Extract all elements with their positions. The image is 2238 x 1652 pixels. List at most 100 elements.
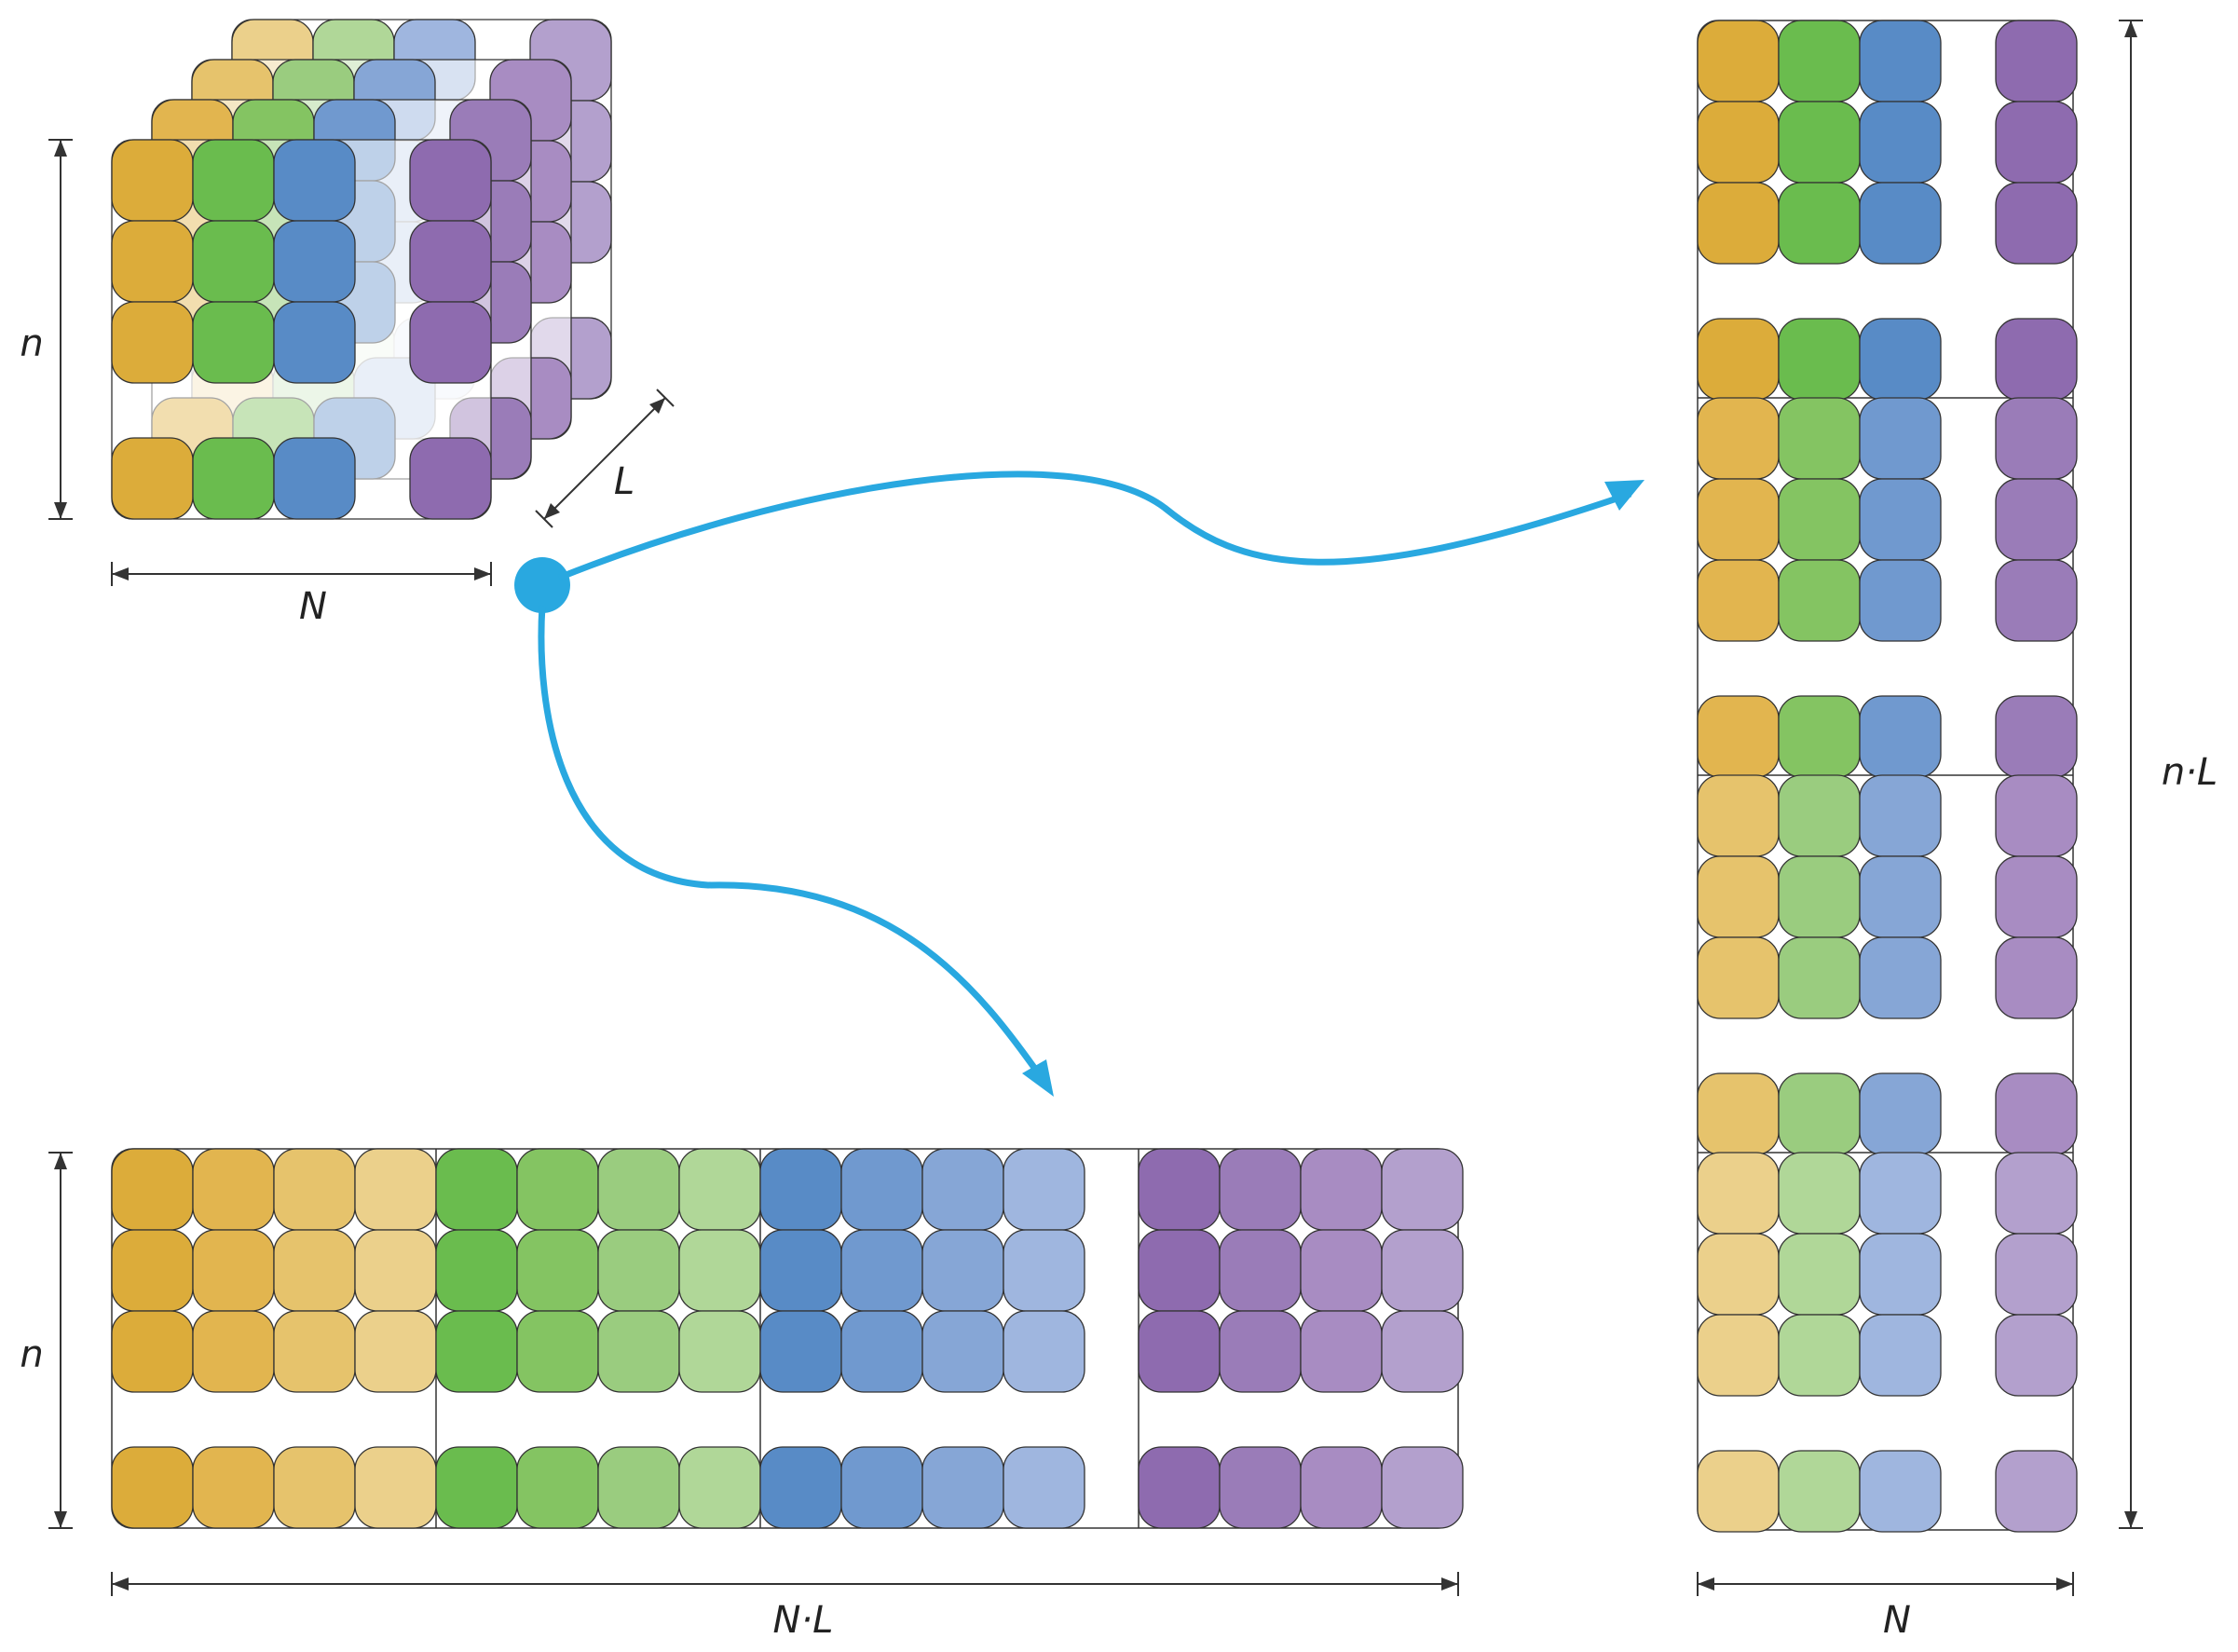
matrix-cell bbox=[1778, 1072, 1861, 1155]
matrix-cell bbox=[1859, 20, 1942, 102]
matrix-cell bbox=[1778, 695, 1861, 778]
matrix-cell bbox=[1995, 695, 2078, 778]
matrix-cell bbox=[1219, 1310, 1302, 1393]
matrix-cell bbox=[1778, 774, 1861, 857]
matrix-cell bbox=[1859, 855, 1942, 938]
matrix-cell bbox=[1859, 774, 1942, 857]
matrix-cell bbox=[516, 1446, 599, 1529]
matrix-cell bbox=[1859, 1072, 1942, 1155]
matrix-cell bbox=[435, 1446, 518, 1529]
tensor-cell bbox=[409, 437, 492, 520]
unfolding-arrows bbox=[514, 471, 1644, 1097]
tensor-cell bbox=[192, 437, 275, 520]
matrix-cell bbox=[1859, 936, 1942, 1019]
matrix-cell bbox=[1859, 1233, 1942, 1316]
matrix-cell bbox=[1859, 559, 1942, 642]
matrix-cell bbox=[840, 1229, 923, 1312]
matrix-cell bbox=[1859, 1152, 1942, 1235]
matrix-cell bbox=[1859, 695, 1942, 778]
matrix-cell bbox=[597, 1310, 680, 1393]
matrix-cell bbox=[1995, 936, 2078, 1019]
matrix-cell bbox=[759, 1229, 842, 1312]
arrow-to-vertical bbox=[557, 471, 1632, 581]
vertical-unfolding-matrix bbox=[1697, 20, 2078, 1533]
tensor-cell bbox=[192, 139, 275, 222]
matrix-cell bbox=[1995, 1450, 2078, 1533]
cube-depth-label: L bbox=[614, 460, 635, 503]
matrix-cell bbox=[678, 1310, 761, 1393]
matrix-cell bbox=[1859, 397, 1942, 480]
matrix-cell bbox=[1778, 478, 1861, 561]
matrix-cell bbox=[921, 1148, 1004, 1231]
matrix-cell bbox=[1859, 1450, 1942, 1533]
horizontal-width-label: N·L bbox=[773, 1599, 834, 1642]
matrix-cell bbox=[1697, 397, 1780, 480]
matrix-cell bbox=[1697, 774, 1780, 857]
tensor-cell bbox=[192, 301, 275, 384]
matrix-cell bbox=[273, 1148, 356, 1231]
cube-width-dimension bbox=[111, 562, 492, 586]
matrix-cell bbox=[111, 1310, 194, 1393]
matrix-cell bbox=[1300, 1229, 1383, 1312]
matrix-cell bbox=[1778, 936, 1861, 1019]
matrix-cell bbox=[1300, 1310, 1383, 1393]
matrix-cell bbox=[1995, 20, 2078, 102]
matrix-cell bbox=[1219, 1229, 1302, 1312]
matrix-cell bbox=[1697, 1152, 1780, 1235]
matrix-cell bbox=[1778, 101, 1861, 184]
matrix-cell bbox=[1138, 1446, 1221, 1529]
matrix-cell bbox=[1697, 695, 1780, 778]
matrix-cell bbox=[1697, 20, 1780, 102]
matrix-cell bbox=[597, 1148, 680, 1231]
matrix-cell bbox=[1778, 182, 1861, 265]
matrix-cell bbox=[759, 1310, 842, 1393]
tensor-cell bbox=[273, 220, 356, 303]
matrix-cell bbox=[1995, 1072, 2078, 1155]
horizontal-unfolding-matrix bbox=[111, 1148, 1464, 1529]
matrix-cell bbox=[1381, 1229, 1464, 1312]
matrix-cell bbox=[1697, 1072, 1780, 1155]
matrix-cell bbox=[111, 1229, 194, 1312]
matrix-cell bbox=[1995, 397, 2078, 480]
tensor-slice bbox=[111, 139, 492, 520]
matrix-cell bbox=[678, 1148, 761, 1231]
matrix-cell bbox=[1697, 559, 1780, 642]
matrix-cell bbox=[759, 1446, 842, 1529]
cube-width-label: N bbox=[299, 585, 327, 628]
matrix-cell bbox=[1381, 1310, 1464, 1393]
matrix-cell bbox=[1300, 1446, 1383, 1529]
matrix-cell bbox=[1697, 478, 1780, 561]
vertical-width-label: N bbox=[1883, 1599, 1911, 1642]
matrix-cell bbox=[1778, 1152, 1861, 1235]
matrix-cell bbox=[1138, 1148, 1221, 1231]
horizontal-height-label: n bbox=[20, 1333, 43, 1376]
matrix-cell bbox=[1138, 1310, 1221, 1393]
matrix-cell bbox=[516, 1229, 599, 1312]
matrix-cell bbox=[354, 1310, 437, 1393]
arrowhead-horizontal bbox=[1022, 1059, 1054, 1097]
matrix-cell bbox=[1697, 936, 1780, 1019]
tensor-cell bbox=[273, 437, 356, 520]
tensor-cell bbox=[111, 301, 194, 384]
matrix-cell bbox=[192, 1446, 275, 1529]
tensor-cell bbox=[409, 139, 492, 222]
matrix-cell bbox=[435, 1310, 518, 1393]
tensor-cell bbox=[111, 437, 194, 520]
matrix-cell bbox=[273, 1229, 356, 1312]
matrix-cell bbox=[1697, 855, 1780, 938]
tensor-cell bbox=[409, 220, 492, 303]
matrix-cell bbox=[1778, 1233, 1861, 1316]
matrix-cell bbox=[111, 1148, 194, 1231]
matrix-cell bbox=[1697, 318, 1780, 401]
tensor-cell bbox=[273, 139, 356, 222]
matrix-cell bbox=[1697, 1450, 1780, 1533]
matrix-cell bbox=[1003, 1310, 1085, 1393]
matrix-cell bbox=[1995, 182, 2078, 265]
matrix-cell bbox=[1995, 774, 2078, 857]
matrix-cell bbox=[273, 1310, 356, 1393]
matrix-cell bbox=[1381, 1446, 1464, 1529]
matrix-cell bbox=[354, 1148, 437, 1231]
matrix-cell bbox=[435, 1229, 518, 1312]
matrix-cell bbox=[1381, 1148, 1464, 1231]
